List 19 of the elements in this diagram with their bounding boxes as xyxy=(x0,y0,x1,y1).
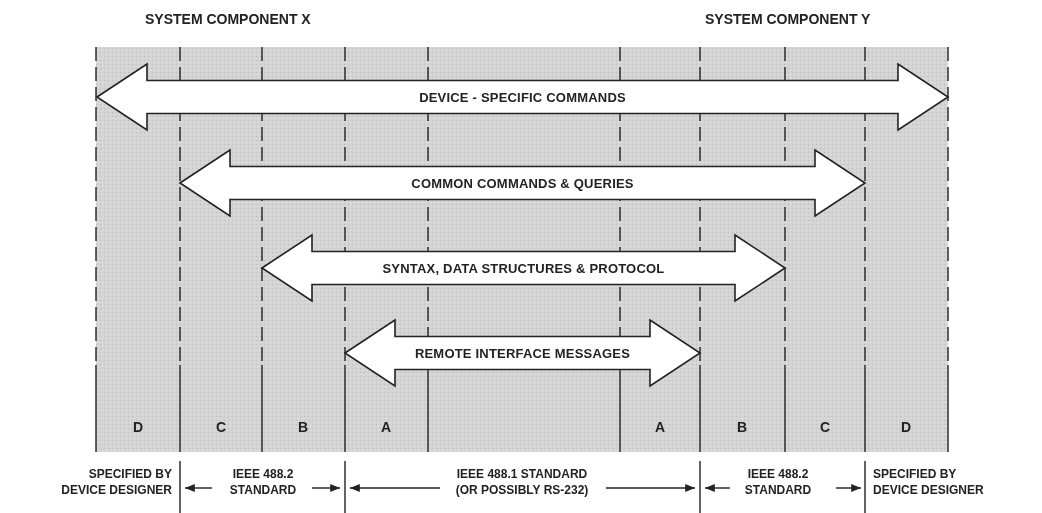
layer-caption: SPECIFIED BY DEVICE DESIGNER xyxy=(60,466,172,499)
component-heading: SYSTEM COMPONENT Y xyxy=(705,10,872,29)
column-letter: A xyxy=(653,418,667,437)
arrow-label: REMOTE INTERFACE MESSAGES xyxy=(414,345,631,361)
arrow-label: COMMON COMMANDS & QUERIES xyxy=(411,175,634,191)
column-letter: B xyxy=(296,418,310,437)
layer-caption: IEEE 488.2 STANDARD xyxy=(743,466,813,499)
layer-caption: SPECIFIED BY DEVICE DESIGNER xyxy=(873,466,985,499)
arrow-label: SYNTAX, DATA STRUCTURES & PROTOCOL xyxy=(382,260,665,276)
column-letter: A xyxy=(379,418,393,437)
column-letter: D xyxy=(131,418,145,437)
component-heading: SYSTEM COMPONENT X xyxy=(145,10,312,29)
column-letter: C xyxy=(214,418,228,437)
layer-caption: IEEE 488.2 STANDARD xyxy=(228,466,298,499)
column-letter: D xyxy=(899,418,913,437)
layer-caption: IEEE 488.1 STANDARD (OR POSSIBLY RS-232) xyxy=(454,466,590,499)
column-letter: C xyxy=(818,418,832,437)
column-letter: B xyxy=(735,418,749,437)
arrow-label: DEVICE - SPECIFIC COMMANDS xyxy=(419,89,626,105)
